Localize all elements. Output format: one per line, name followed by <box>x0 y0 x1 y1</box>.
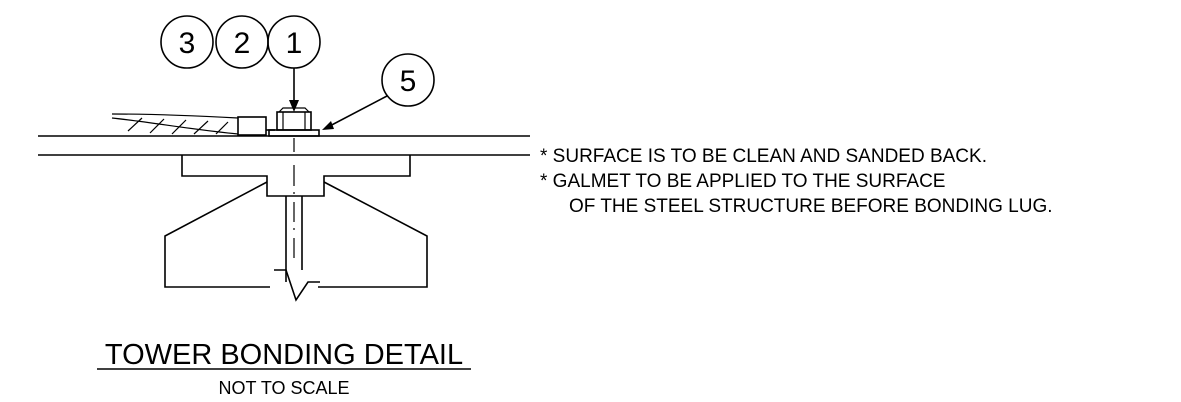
balloon-5: 5 <box>381 53 435 107</box>
nut <box>276 107 312 131</box>
steel-plate <box>38 135 530 156</box>
general-notes: * SURFACE IS TO BE CLEAN AND SANDED BACK… <box>540 146 1053 217</box>
balloon-3-label: 3 <box>179 27 196 60</box>
detail-subtitle-text: NOT TO SCALE <box>218 378 349 398</box>
detail-title-text: TOWER BONDING DETAIL <box>105 339 463 371</box>
note-line-2: * GALMET TO BE APPLIED TO THE SURFACE <box>540 171 945 192</box>
washer <box>268 129 320 137</box>
leader-balloon-1 <box>289 68 299 112</box>
balloon-1-label: 1 <box>286 27 303 60</box>
balloon-3: 3 <box>160 15 214 69</box>
tower-flange <box>181 155 411 197</box>
balloon-2: 2 <box>215 15 269 69</box>
balloon-2-label: 2 <box>234 27 251 60</box>
balloon-1: 1 <box>267 15 321 69</box>
bonding-cable <box>111 113 239 135</box>
detail-title: TOWER BONDING DETAIL NOT TO SCALE <box>97 339 471 398</box>
leader-balloon-5 <box>322 95 388 130</box>
note-line-3: OF THE STEEL STRUCTURE BEFORE BONDING LU… <box>569 196 1053 217</box>
tower-body <box>164 181 428 302</box>
note-line-1: * SURFACE IS TO BE CLEAN AND SANDED BACK… <box>540 146 987 167</box>
balloon-5-label: 5 <box>400 65 417 98</box>
